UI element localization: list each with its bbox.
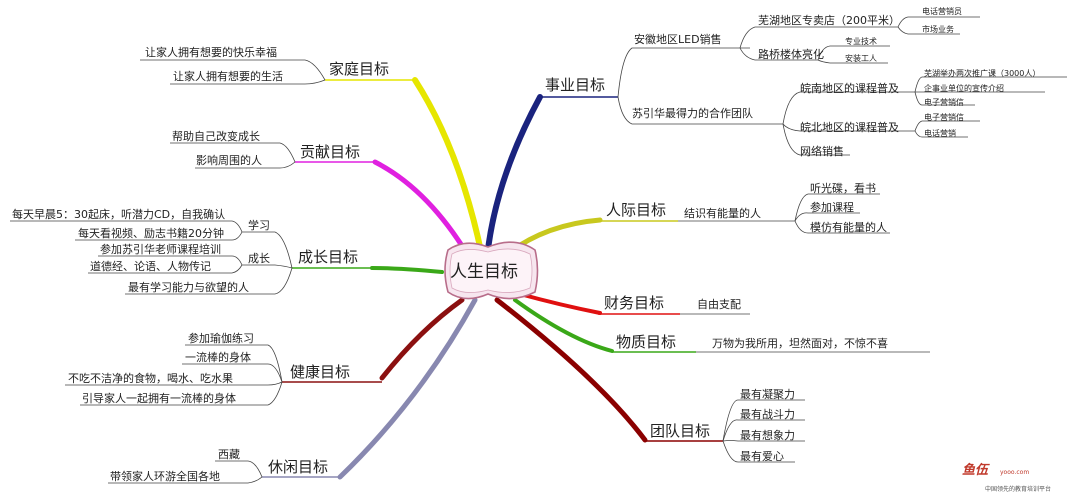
career-install: 安装工人 bbox=[845, 54, 877, 63]
career-market: 市场业务 bbox=[922, 25, 954, 34]
watermark-line1: yooo.com bbox=[1000, 469, 1030, 476]
branch-leisure bbox=[337, 297, 478, 480]
career-anhui-led: 安徽地区LED销售 bbox=[634, 33, 722, 46]
material-goal-title: 物质目标 bbox=[616, 333, 677, 351]
topic-underlines bbox=[262, 79, 723, 478]
center-label: 人生目标 bbox=[450, 262, 518, 282]
growth-grow: 成长 bbox=[248, 252, 270, 265]
family-goal-title: 家庭目标 bbox=[329, 60, 390, 78]
watermark-logo: 鱼伍 bbox=[962, 463, 989, 478]
center-node-shape bbox=[444, 241, 539, 300]
career-email1: 电子营销信 bbox=[924, 98, 964, 107]
branch-material bbox=[513, 298, 614, 353]
finance-item: 自由支配 bbox=[697, 298, 741, 311]
growth-study: 学习 bbox=[248, 219, 270, 232]
health-goal-title: 健康目标 bbox=[290, 363, 351, 381]
career-north: 皖北地区的课程普及 bbox=[800, 121, 899, 134]
career-phone-sales: 电话营销员 bbox=[922, 7, 962, 16]
team-goal-title: 团队目标 bbox=[650, 422, 711, 440]
people-goal-title: 人际目标 bbox=[606, 201, 667, 219]
career-email2: 电子营销信 bbox=[924, 113, 964, 122]
branch-career bbox=[484, 94, 543, 261]
growth-study-item: 每天早晨5：30起床，听潜力CD，自我确认 bbox=[12, 208, 226, 221]
career-south: 皖南地区的课程普及 bbox=[800, 82, 899, 95]
leisure-goal-title: 休闲目标 bbox=[268, 458, 329, 476]
career-phone2: 电话营销 bbox=[924, 129, 956, 138]
career-bridge: 路桥楼体亮化 bbox=[758, 48, 824, 61]
growth-goal-title: 成长目标 bbox=[298, 248, 359, 266]
health-item: 一流棒的身体 bbox=[185, 351, 251, 364]
people-imitate: 模仿有能量的人 bbox=[810, 221, 887, 234]
branch-family bbox=[412, 77, 485, 259]
family-item: 让家人拥有想要的快乐幸福 bbox=[145, 46, 277, 59]
contribution-item: 影响周围的人 bbox=[196, 154, 262, 167]
people-meet: 结识有能量的人 bbox=[684, 207, 761, 220]
family-item: 让家人拥有想要的生活 bbox=[173, 70, 283, 83]
branch-health bbox=[379, 297, 465, 381]
contribution-item: 帮助自己改变成长 bbox=[172, 130, 260, 143]
career-team: 苏引华最得力的合作团队 bbox=[632, 107, 753, 120]
branch-team bbox=[494, 297, 648, 443]
connector-lines bbox=[10, 16, 1067, 484]
growth-grow-item: 参加苏引华老师课程培训 bbox=[100, 243, 221, 256]
growth-last: 最有学习能力与欲望的人 bbox=[128, 281, 249, 294]
team-item: 最有战斗力 bbox=[740, 408, 795, 421]
career-online: 网络销售 bbox=[800, 145, 844, 158]
career-wuhu-twice: 芜湖举办两次推广课（3000人） bbox=[924, 69, 1041, 78]
team-item: 最有凝聚力 bbox=[740, 388, 795, 401]
career-wuhu-store: 芜湖地区专卖店（200平米） bbox=[758, 14, 900, 27]
growth-study-item: 每天看视频、励志书籍20分钟 bbox=[78, 227, 224, 240]
team-item: 最有爱心 bbox=[740, 450, 784, 463]
health-item: 不吃不洁净的食物，喝水、吃水果 bbox=[68, 372, 233, 385]
growth-grow-item: 道德经、论语、人物传记 bbox=[90, 260, 211, 273]
people-cd: 听光碟，看书 bbox=[810, 182, 876, 195]
career-enterprise: 企事业单位的宣传介绍 bbox=[924, 84, 1004, 93]
people-course: 参加课程 bbox=[810, 201, 854, 214]
team-item: 最有想象力 bbox=[740, 429, 795, 442]
leisure-item: 西藏 bbox=[218, 448, 240, 461]
material-item: 万物为我所用，坦然面对，不惊不喜 bbox=[712, 337, 888, 350]
leisure-item: 带领家人环游全国各地 bbox=[110, 470, 220, 483]
health-item: 参加瑜伽练习 bbox=[188, 332, 254, 345]
watermark-line2: 中国领先的教育培训平台 bbox=[985, 486, 1052, 493]
health-item: 引导家人一起拥有一流棒的身体 bbox=[82, 392, 236, 405]
finance-goal-title: 财务目标 bbox=[604, 294, 665, 312]
contribution-goal-title: 贡献目标 bbox=[300, 143, 361, 161]
career-tech: 专业技术 bbox=[845, 37, 877, 46]
branch-finance bbox=[518, 292, 602, 315]
branch-growth bbox=[370, 266, 444, 274]
career-goal-title: 事业目标 bbox=[545, 76, 606, 94]
